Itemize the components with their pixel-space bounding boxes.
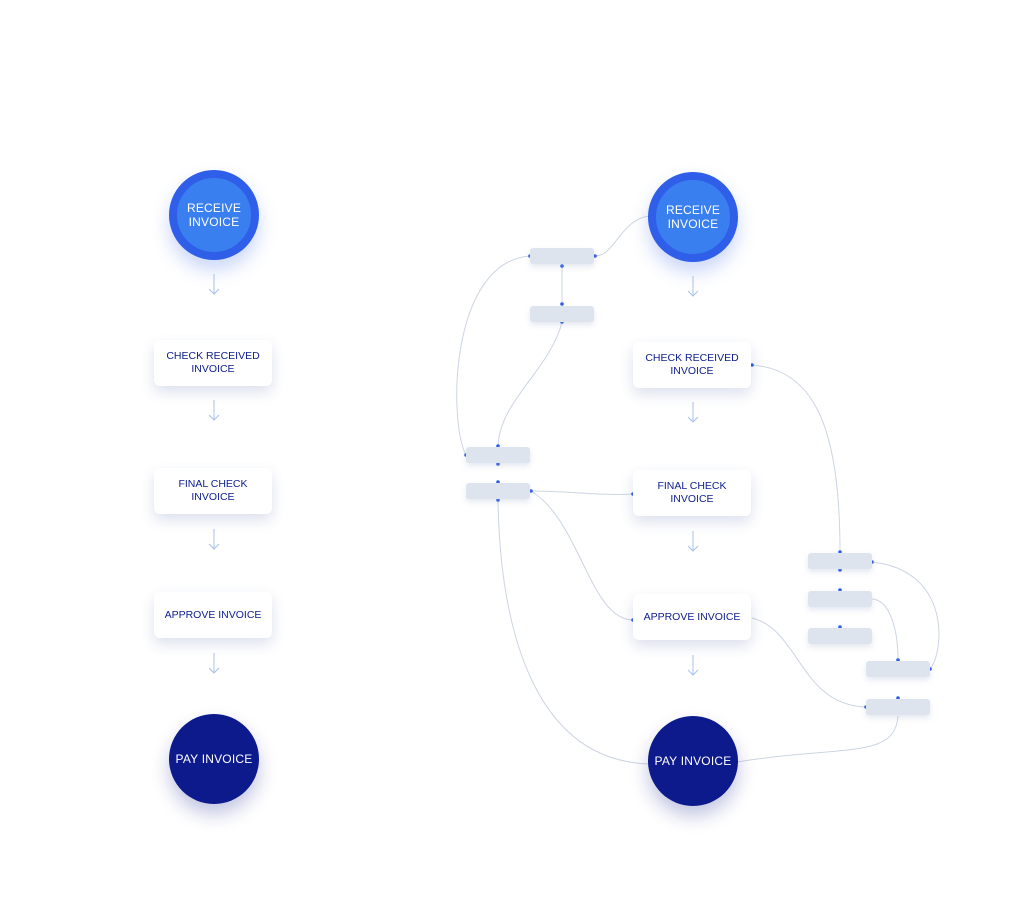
arrow-down-icon	[208, 529, 220, 550]
port-dot	[896, 696, 900, 700]
connector-line	[751, 617, 867, 708]
approve-invoice-node[interactable]: APPROVE INVOICE	[154, 592, 272, 638]
final-check-invoice-node[interactable]: FINAL CHECK INVOICE	[633, 470, 751, 516]
connector-line	[594, 215, 650, 257]
arrow-down-icon	[687, 655, 699, 676]
pay-invoice-node[interactable]: PAY INVOICE	[169, 714, 259, 804]
connector-line	[530, 490, 634, 621]
connector-block[interactable]	[808, 553, 872, 569]
port-dot	[838, 588, 842, 592]
connector-line	[456, 255, 531, 456]
port-dot	[838, 625, 842, 629]
final-check-invoice-node[interactable]: FINAL CHECK INVOICE	[154, 468, 272, 514]
port-dot	[496, 498, 500, 502]
pay-invoice-node[interactable]: PAY INVOICE	[648, 716, 738, 806]
arrow-down-icon	[687, 402, 699, 423]
connector-line	[871, 598, 899, 661]
connector-line	[530, 490, 634, 495]
connector-block[interactable]	[866, 661, 930, 677]
connector-block[interactable]	[466, 483, 530, 499]
arrow-down-icon	[208, 653, 220, 674]
connector-line	[871, 561, 940, 670]
arrow-down-icon	[208, 400, 220, 421]
connector-block[interactable]	[808, 628, 872, 644]
port-dot	[750, 363, 754, 367]
port-dot	[838, 568, 842, 572]
port-dot	[496, 444, 500, 448]
port-dot	[593, 254, 597, 258]
arrow-down-icon	[208, 274, 220, 295]
port-dot	[896, 658, 900, 662]
port-dot	[838, 550, 842, 554]
connector-block[interactable]	[530, 306, 594, 322]
check-received-invoice-node[interactable]: CHECK RECEIVED INVOICE	[633, 342, 751, 388]
connector-block[interactable]	[808, 591, 872, 607]
connector-block[interactable]	[466, 447, 530, 463]
connector-block[interactable]	[866, 699, 930, 715]
arrow-down-icon	[687, 276, 699, 297]
arrow-down-icon	[687, 531, 699, 552]
connector-line	[751, 364, 841, 553]
approve-invoice-node[interactable]: APPROVE INVOICE	[633, 594, 751, 640]
receive-invoice-node[interactable]: RECEIVE INVOICE	[648, 172, 738, 262]
port-dot	[560, 302, 564, 306]
check-received-invoice-node[interactable]: CHECK RECEIVED INVOICE	[154, 340, 272, 386]
port-dot	[496, 480, 500, 484]
connector-line	[497, 321, 563, 447]
port-dot	[529, 489, 533, 493]
connector-line	[497, 499, 650, 765]
connector-block[interactable]	[530, 248, 594, 264]
port-dot	[560, 264, 564, 268]
connector-line	[736, 715, 899, 763]
receive-invoice-node[interactable]: RECEIVE INVOICE	[169, 170, 259, 260]
port-dot	[496, 462, 500, 466]
